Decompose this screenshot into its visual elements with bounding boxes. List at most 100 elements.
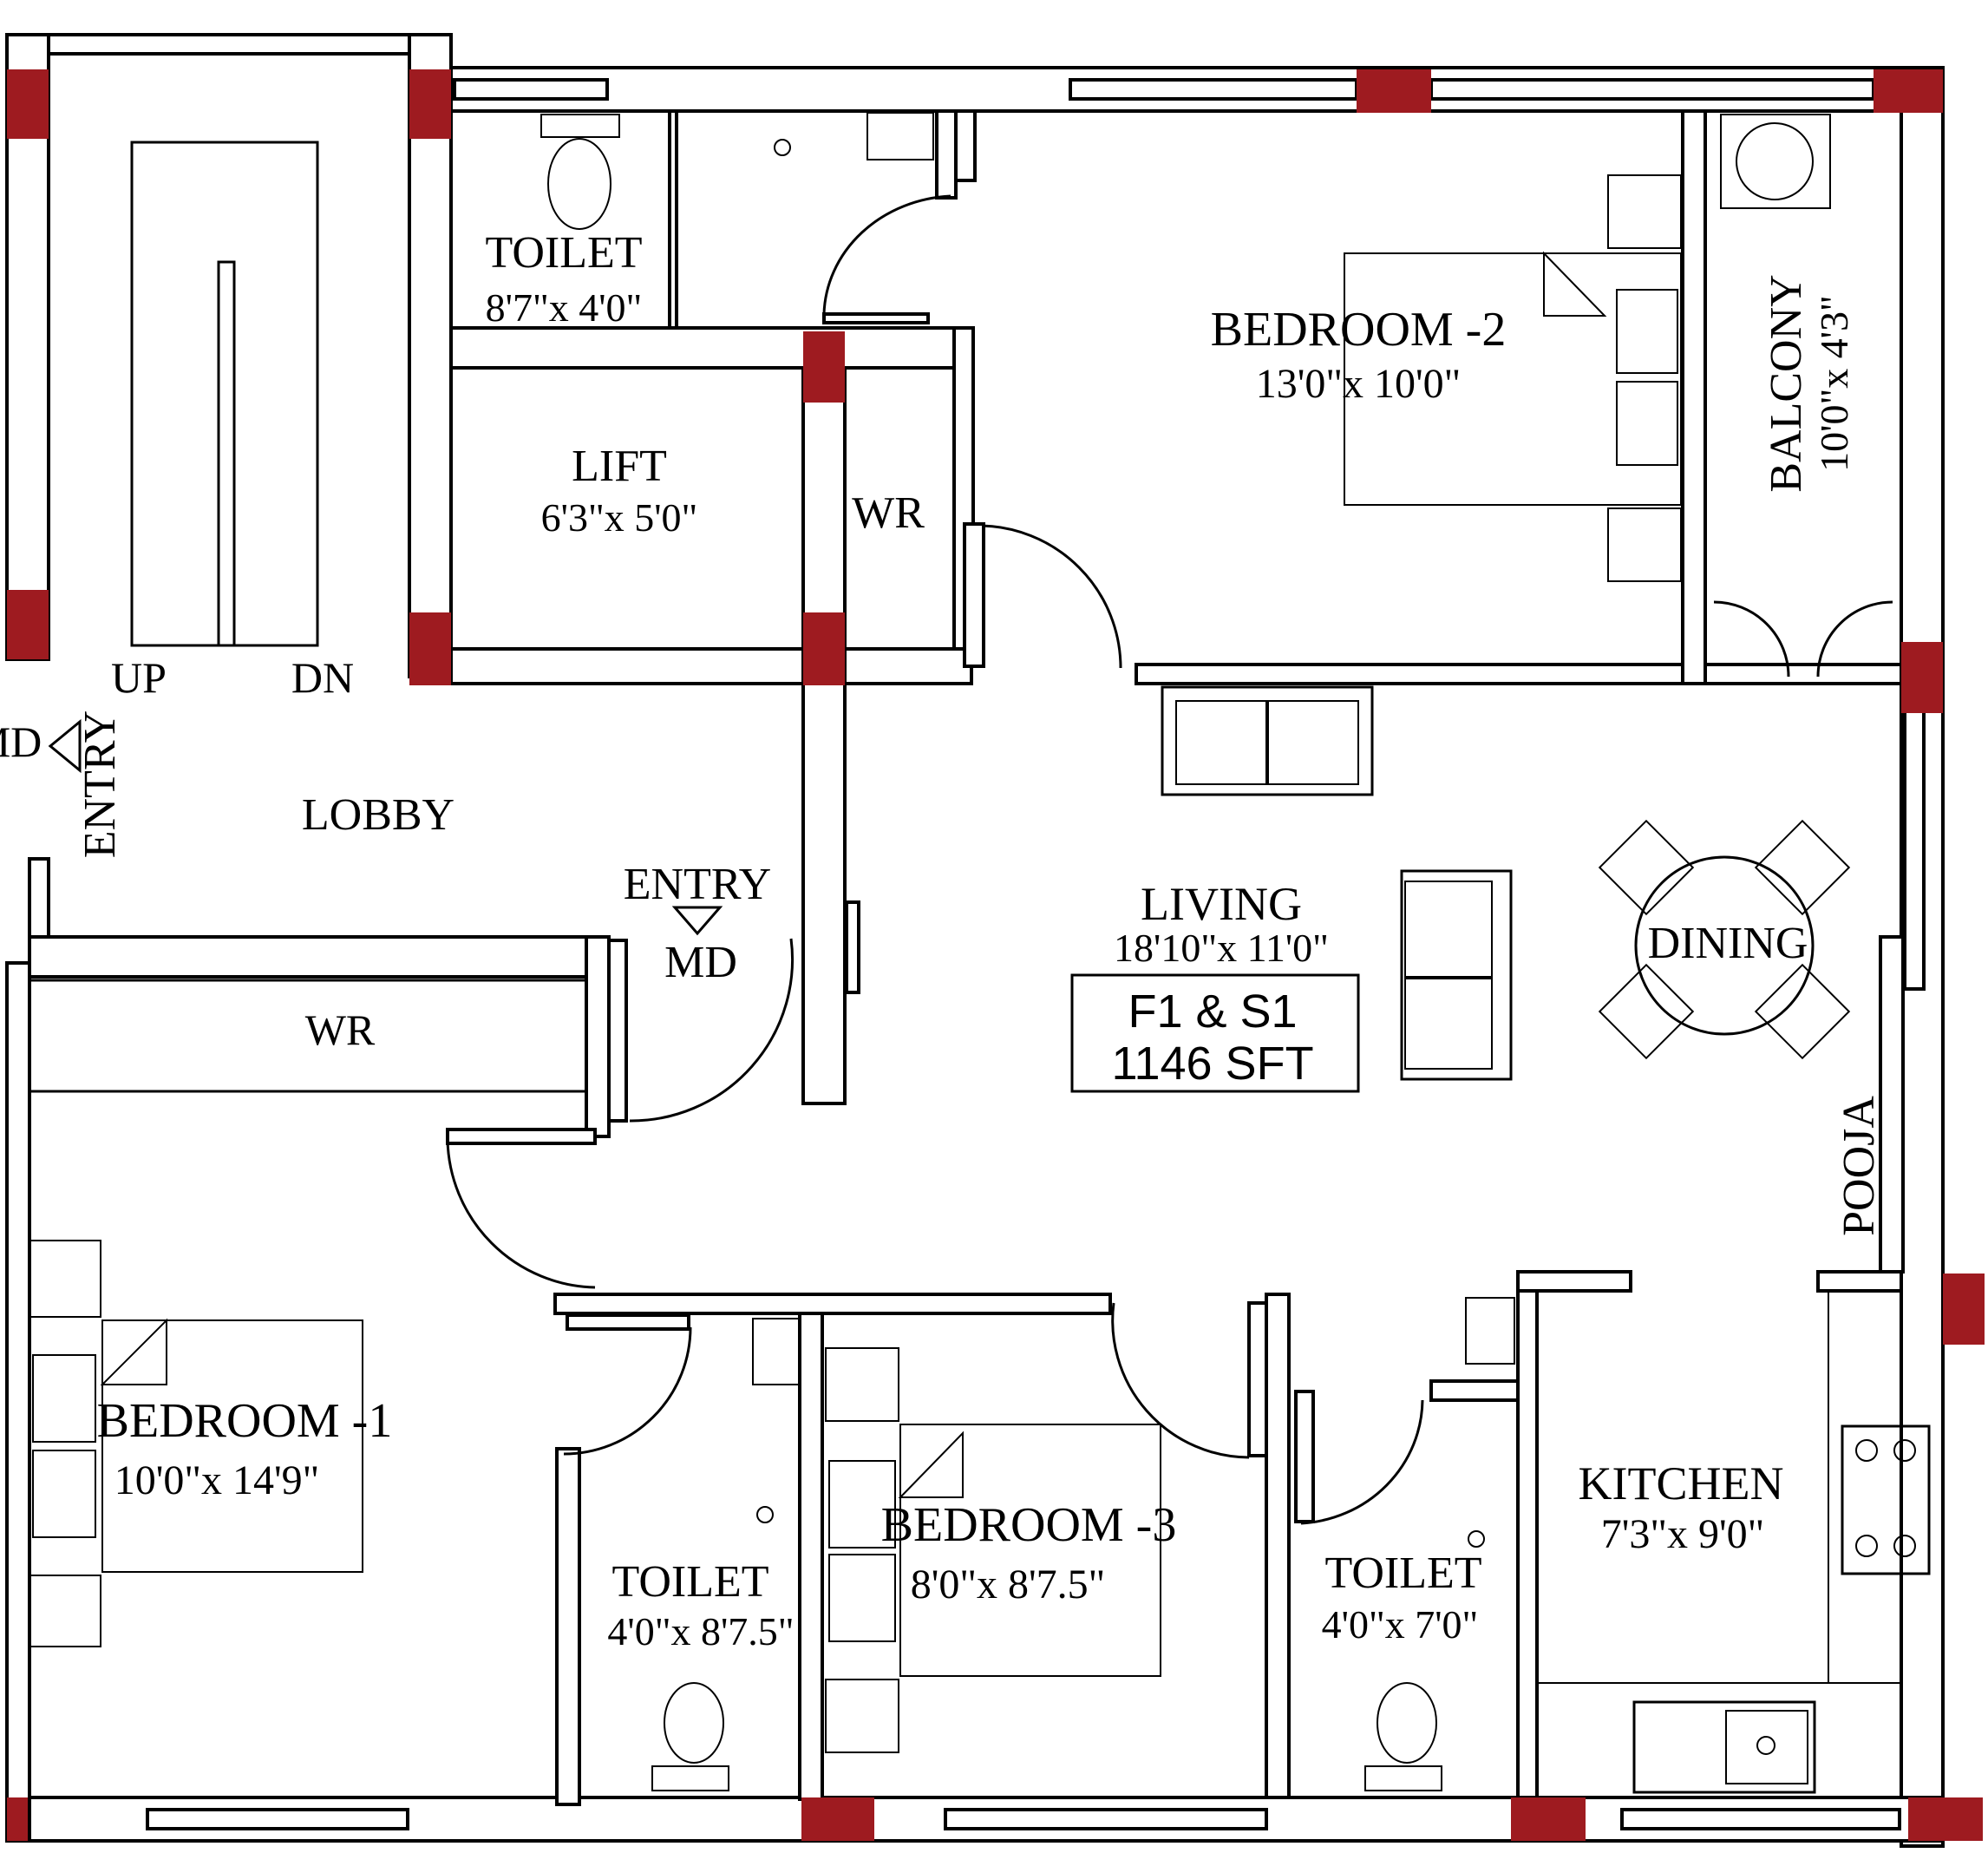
door-leaf-wr (845, 900, 860, 994)
pillow (828, 1554, 896, 1642)
main-md-label: MD (664, 938, 737, 987)
wall-wr-column (801, 366, 847, 1105)
dining-chair (1754, 819, 1851, 916)
washing-machine-drum (1736, 122, 1814, 200)
stair-up-label: UP (111, 653, 167, 702)
sofa-cushion (1175, 700, 1267, 785)
wall-stair-top (5, 33, 451, 56)
side-table (1607, 507, 1682, 582)
side-entry-label: ENTRY (75, 710, 125, 858)
room-name-bedroom-1: BEDROOM -1 (97, 1394, 393, 1448)
door-leaf-main (607, 939, 628, 1123)
unit-area-box (1070, 973, 1360, 1093)
room-name-lobby: LOBBY (302, 790, 454, 840)
wall-kitchen-top (1516, 1270, 1632, 1293)
room-size-lift: 6'3"x 5'0" (541, 495, 698, 540)
dining-chair (1754, 963, 1851, 1060)
room-name-toilet-mid: TOILET (612, 1557, 769, 1607)
column (1901, 642, 1943, 713)
wall-lift-bottom (449, 647, 973, 685)
wall-pooja (1879, 935, 1905, 1274)
door-swing-balcony-left (1713, 600, 1790, 678)
room-size-toilet-top: 8'7"x 4'0" (486, 285, 643, 330)
column (801, 1797, 874, 1841)
door-leaf-toilet-mid (566, 1313, 690, 1331)
side-table (825, 1679, 899, 1753)
stove-burner (1855, 1439, 1878, 1462)
room-size-bedroom-2: 13'0"x 10'0" (1256, 361, 1461, 407)
dining-chair (1598, 819, 1695, 916)
doors (446, 194, 1893, 1525)
wall-toilet-mid-left (555, 1447, 581, 1806)
wall-kitchen-top-right (1816, 1270, 1903, 1293)
kitchen-platform-side (1828, 1290, 1902, 1684)
sink-drain (1756, 1736, 1775, 1755)
window-top-1 (453, 78, 609, 101)
unit-name: F1 & S1 (1128, 985, 1297, 1038)
sofa-right (1400, 869, 1513, 1081)
room-size-toilet-right: 4'0"x 7'0" (1322, 1602, 1479, 1647)
window-bottom-2 (944, 1808, 1268, 1830)
bed-bedroom-2 (1344, 252, 1682, 506)
side-md-label: MD (0, 717, 42, 766)
bed-bedroom-1 (101, 1319, 363, 1573)
wall-bed3-right (1265, 1293, 1291, 1799)
side-table (1607, 174, 1682, 249)
column (1874, 69, 1943, 113)
column (1908, 1797, 1983, 1841)
column (7, 590, 49, 659)
door-swing-main (629, 938, 795, 1123)
door-swing-bath (822, 194, 951, 315)
wall-toilet-mid-right (798, 1312, 824, 1801)
window-top-2 (1069, 78, 1358, 101)
columns (7, 69, 1985, 1841)
wall-left-lobby (28, 857, 50, 939)
kitchen-platform (1536, 1682, 1902, 1798)
door-swing-balcony-right (1816, 600, 1893, 678)
shower-tap (1468, 1530, 1485, 1548)
room-size-bedroom-1: 10'0"x 14'9" (114, 1457, 319, 1503)
sofa-cushion (1404, 881, 1493, 978)
main-entry-arrow (671, 906, 723, 936)
toilet-cistern (651, 1765, 729, 1791)
labels: TOILET 8'7"x 4'0" LIFT 6'3"x 5'0" WR BED… (0, 228, 1884, 1653)
door-leaf-bed2 (963, 522, 985, 668)
room-size-toilet-mid: 4'0"x 8'7.5" (607, 1609, 794, 1653)
toilet-bowl (1377, 1682, 1437, 1764)
wall-rooms-top (553, 1293, 1112, 1315)
washing-machine (1720, 114, 1831, 209)
wall-toilet-right-top (1429, 1379, 1520, 1402)
main-entry-label: ENTRY (624, 860, 771, 909)
stair-landing (130, 141, 319, 647)
column (7, 69, 49, 139)
sink-basin (1725, 1710, 1808, 1784)
room-name-toilet-right: TOILET (1325, 1549, 1482, 1598)
stair-well (217, 260, 236, 647)
bed-fold (1543, 251, 1607, 317)
room-name-wr-left: WR (305, 1005, 376, 1054)
sofa-cushion (1267, 700, 1359, 785)
window-right (1903, 710, 1926, 991)
room-size-balcony: 10'0"x 4'3" (1812, 295, 1856, 472)
shower-tap (756, 1506, 774, 1523)
wall-lobby-bottom (28, 935, 609, 979)
pillow (32, 1450, 96, 1538)
window-bottom-1 (146, 1808, 409, 1830)
side-table (825, 1347, 899, 1422)
kitchen-sink (1632, 1700, 1816, 1794)
column (803, 331, 845, 403)
washbasin (752, 1318, 801, 1385)
side-entry-arrow (48, 718, 82, 774)
wall-stair-right (408, 33, 453, 678)
wall-bed2-left (954, 109, 977, 182)
room-name-lift: LIFT (572, 442, 667, 491)
room-size-bedroom-3: 8'0"x 8'7.5" (911, 1562, 1105, 1607)
stove (1841, 1424, 1931, 1575)
wall-bath-right (935, 109, 958, 200)
column (1357, 69, 1431, 113)
wardrobe (28, 979, 588, 1093)
dining-chair (1598, 963, 1695, 1060)
door-swing-bed1 (446, 1139, 596, 1289)
bed-fold (100, 1318, 167, 1385)
